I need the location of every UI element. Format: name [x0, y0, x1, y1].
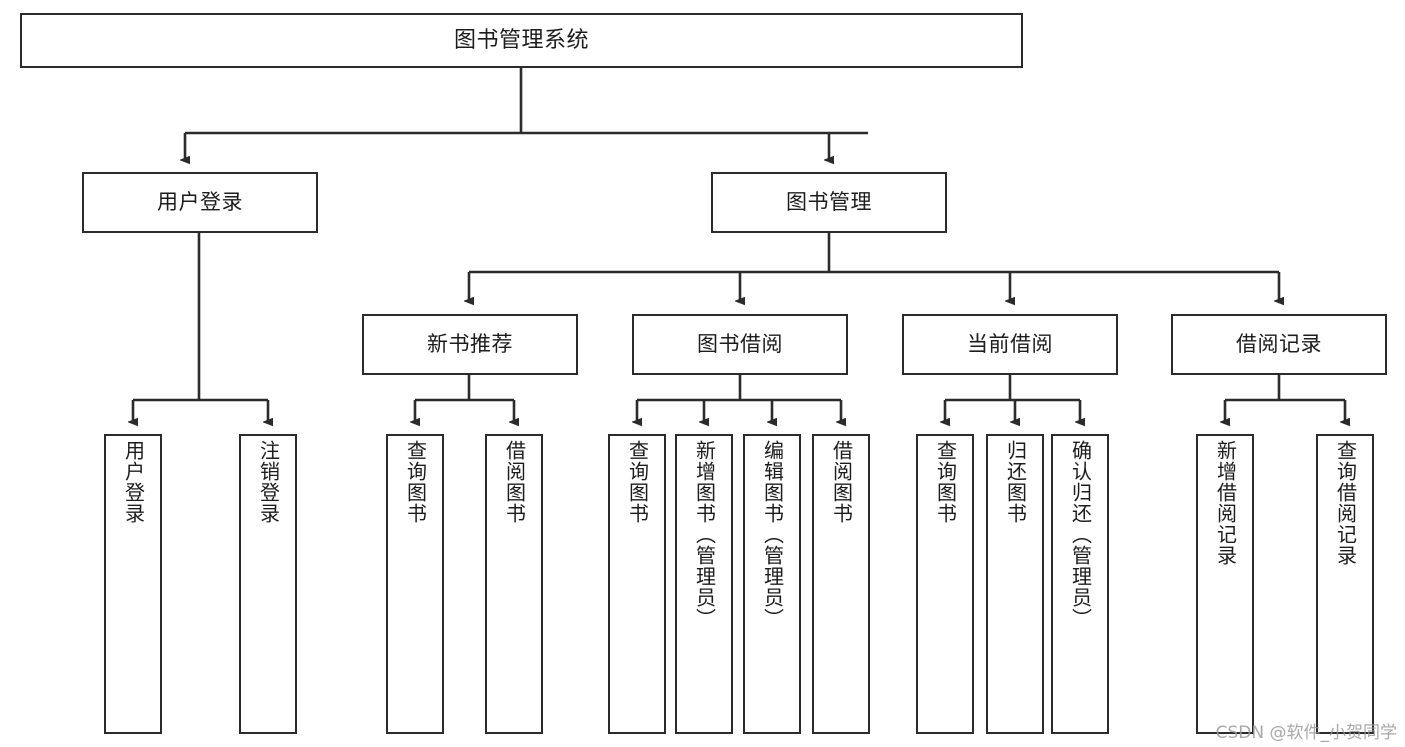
node-label: 图书借阅 [697, 332, 783, 357]
node-label: 图书管理系统 [453, 27, 589, 53]
node-label: 借阅记录 [1236, 332, 1322, 357]
node-label: 新书推荐 [427, 332, 513, 357]
node-label: 查询图书 [625, 440, 650, 524]
leaf-borrow-record-add-record[interactable]: 新增借阅记录 [1196, 434, 1254, 734]
node-label: 编辑图书（管理员） [760, 440, 785, 629]
node-label: 归还图书 [1003, 440, 1028, 524]
leaf-current-borrow-return-book[interactable]: 归还图书 [986, 434, 1044, 734]
node-label: 查询图书 [403, 440, 428, 524]
node-label: 确认归还（管理员） [1068, 440, 1093, 629]
node-current-borrow[interactable]: 当前借阅 [902, 314, 1118, 375]
node-label: 查询借阅记录 [1333, 440, 1358, 566]
node-user-login[interactable]: 用户登录 [82, 172, 318, 233]
node-label: 用户登录 [157, 190, 243, 215]
leaf-borrow-record-query-record[interactable]: 查询借阅记录 [1316, 434, 1374, 734]
node-book-management[interactable]: 图书管理 [711, 172, 947, 233]
leaf-user-login-login[interactable]: 用户登录 [104, 434, 162, 734]
node-root-book-management-system[interactable]: 图书管理系统 [20, 13, 1023, 68]
leaf-user-login-logout[interactable]: 注销登录 [239, 434, 297, 734]
leaf-book-borrow-edit-book-admin[interactable]: 编辑图书（管理员） [743, 434, 801, 734]
leaf-current-borrow-confirm-return-admin[interactable]: 确认归还（管理员） [1051, 434, 1109, 734]
node-label: 注销登录 [256, 440, 281, 524]
leaf-new-book-query-book[interactable]: 查询图书 [386, 434, 444, 734]
node-book-borrow[interactable]: 图书借阅 [632, 314, 848, 375]
node-label: 图书管理 [786, 190, 872, 215]
leaf-current-borrow-query-book[interactable]: 查询图书 [916, 434, 974, 734]
leaf-new-book-borrow-book[interactable]: 借阅图书 [485, 434, 543, 734]
node-label: 借阅图书 [502, 440, 527, 524]
leaf-book-borrow-borrow-book[interactable]: 借阅图书 [812, 434, 870, 734]
csdn-watermark: CSDN @软件_小贺同学 [1215, 723, 1397, 743]
leaf-book-borrow-query-book[interactable]: 查询图书 [608, 434, 666, 734]
node-label: 查询图书 [933, 440, 958, 524]
node-label: 借阅图书 [829, 440, 854, 524]
node-label: 新增图书（管理员） [692, 440, 717, 629]
node-label: 用户登录 [121, 440, 146, 524]
node-label: 当前借阅 [967, 332, 1053, 357]
leaf-book-borrow-add-book-admin[interactable]: 新增图书（管理员） [675, 434, 733, 734]
node-new-book-recommend[interactable]: 新书推荐 [362, 314, 578, 375]
node-label: 新增借阅记录 [1213, 440, 1238, 566]
node-borrow-record[interactable]: 借阅记录 [1171, 314, 1387, 375]
